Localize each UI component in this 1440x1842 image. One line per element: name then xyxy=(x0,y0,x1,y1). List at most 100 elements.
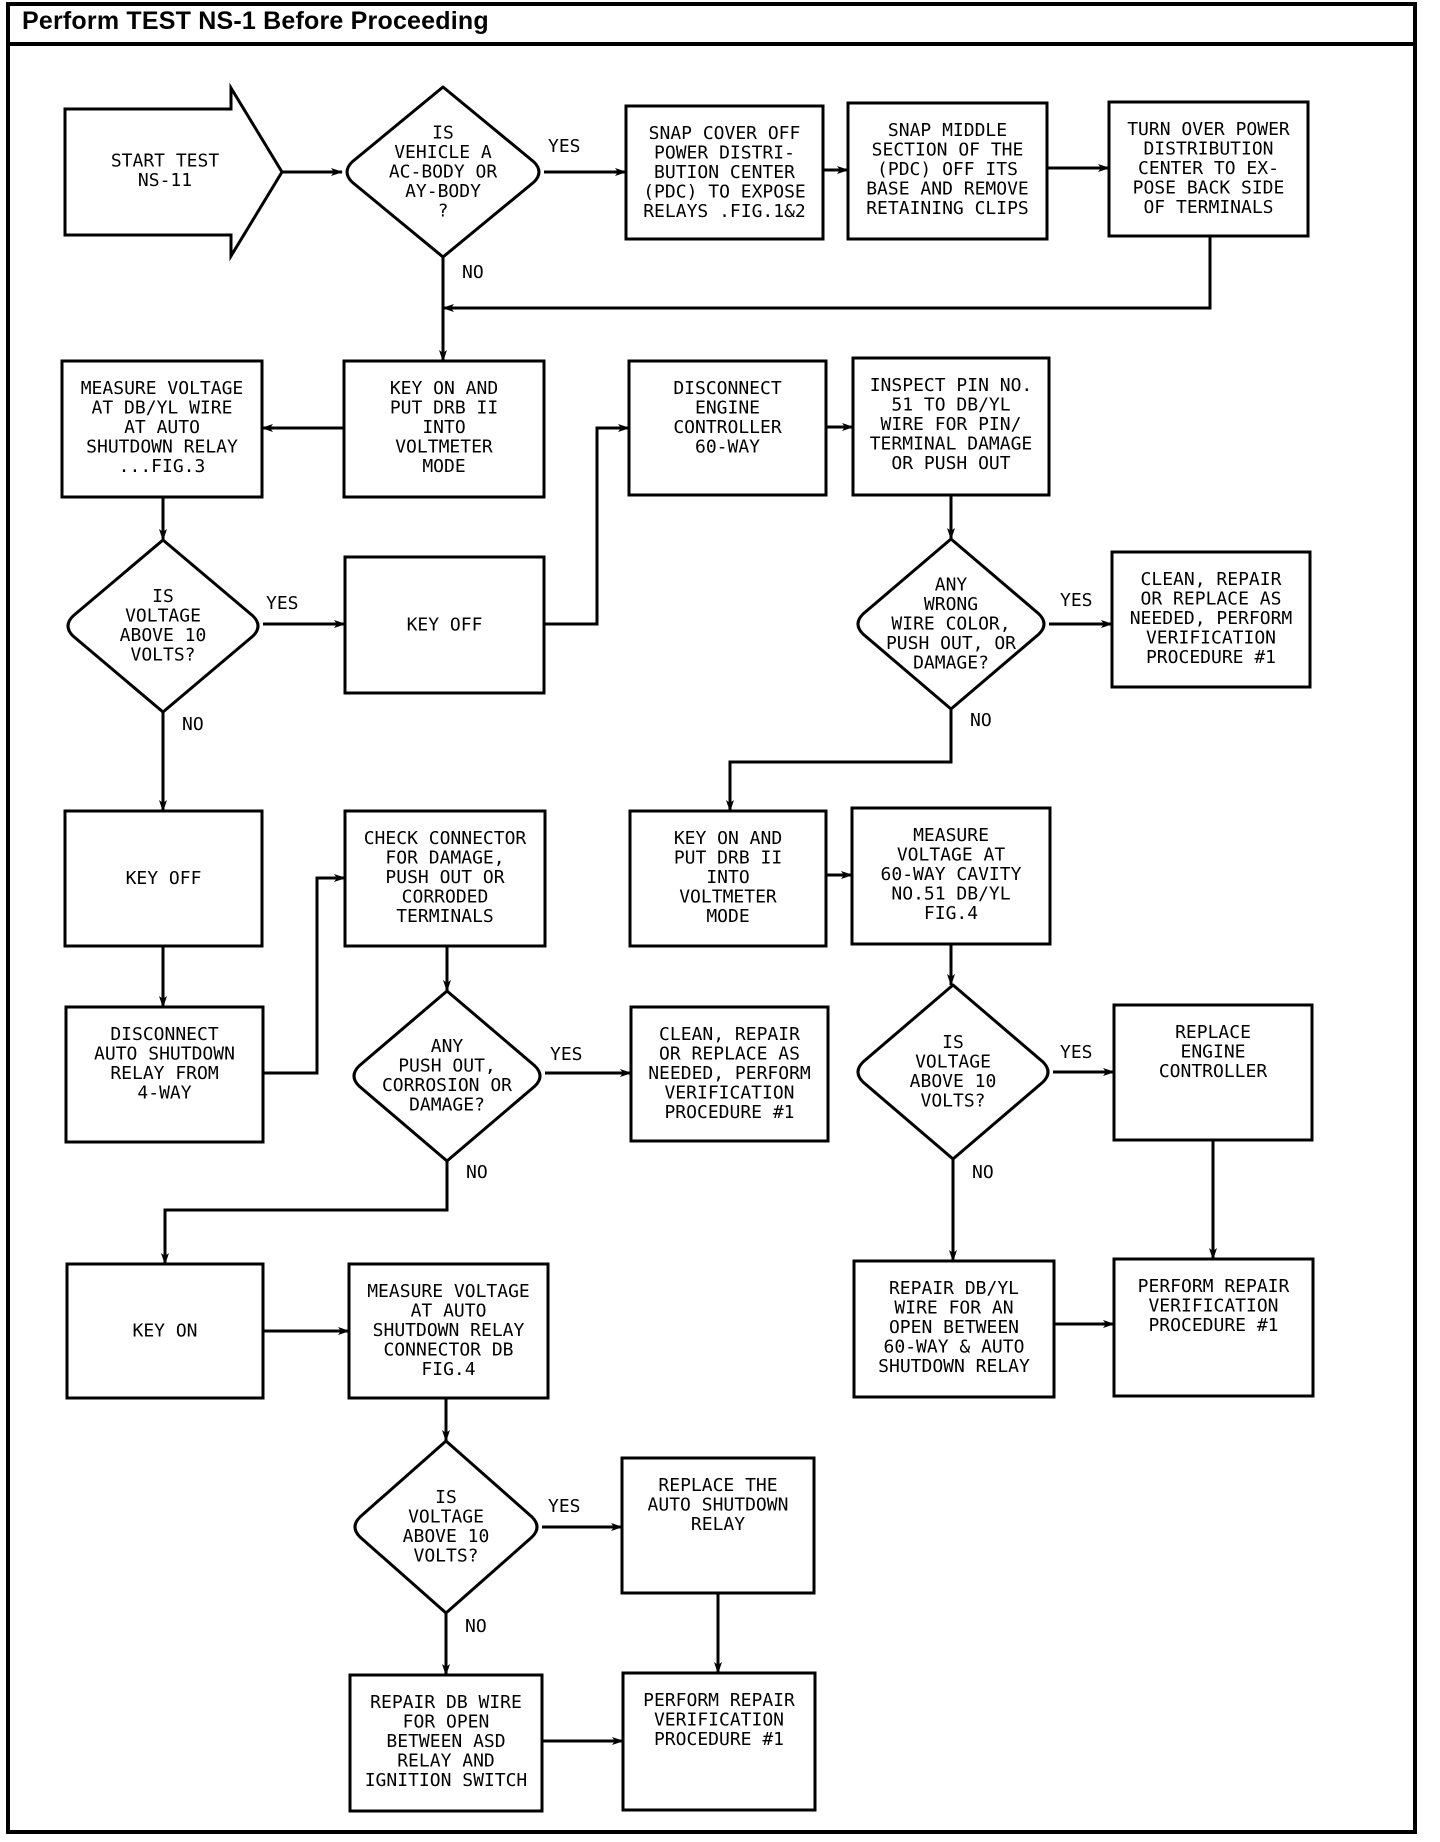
process-box xyxy=(342,359,546,499)
node-label-line: KEY OFF xyxy=(407,614,483,635)
node-label-line: ANY xyxy=(935,574,968,595)
node-label-line: SHUTDOWN RELAY xyxy=(86,437,238,458)
node-label-line: DISCONNECT xyxy=(110,1024,219,1045)
node-label-line: RETAINING CLIPS xyxy=(866,198,1029,219)
node-label-line: POWER DISTRI- xyxy=(654,143,795,164)
node-label-line: BETWEEN ASD xyxy=(386,1731,505,1752)
node-label-line: CLEAN, REPAIR xyxy=(1141,569,1282,590)
node-label-line: NEEDED, PERFORM xyxy=(1130,608,1293,629)
process-box xyxy=(852,1259,1056,1399)
node-label-line: MEASURE VOLTAGE xyxy=(81,378,244,399)
node-label-line: KEY ON xyxy=(132,1320,197,1341)
node-label-line: VOLTS? xyxy=(920,1091,985,1112)
node-label-line: BASE AND REMOVE xyxy=(866,179,1029,200)
node-label-line: NEEDED, PERFORM xyxy=(648,1063,811,1084)
node-label-line: ? xyxy=(438,200,449,221)
node-label-line: IGNITION SWITCH xyxy=(365,1770,528,1791)
node-label-line: OR REPLACE AS xyxy=(1141,589,1282,610)
branch-label-no: NO xyxy=(182,714,204,735)
node-label-line: CONTROLLER xyxy=(673,417,782,438)
node-label-line: PUT DRB II xyxy=(390,398,498,419)
node-label-line: FOR OPEN xyxy=(403,1712,490,1733)
node-label-line: (PDC) OFF ITS xyxy=(877,159,1018,180)
branch-label-no: NO xyxy=(465,1616,487,1637)
node-label-line: AT AUTO xyxy=(411,1301,487,1322)
node-label-line: WRONG xyxy=(924,594,978,615)
node-label-line: MEASURE VOLTAGE xyxy=(367,1281,530,1302)
node-label-line: NS-11 xyxy=(138,170,192,191)
process-box xyxy=(63,809,264,948)
connector-key-off-1-to-disconnect-engine xyxy=(544,424,630,626)
node-label-line: PROCEDURE #1 xyxy=(654,1729,784,1750)
branch-label-no: NO xyxy=(466,1162,488,1183)
process-box xyxy=(1112,1257,1315,1398)
node-label-line: VOLTAGE AT xyxy=(897,845,1006,866)
node-label-line: IS xyxy=(435,1487,457,1508)
node-label-line: KEY ON AND xyxy=(674,828,782,849)
connector-turn-over-to-key-on-drb-1 xyxy=(442,236,1212,312)
node-label-line: TERMINALS xyxy=(396,906,494,927)
node-label-line: DISTRIBUTION xyxy=(1143,139,1273,160)
process-box xyxy=(624,104,825,241)
process-box xyxy=(1107,100,1310,238)
decision-diamond xyxy=(345,85,541,259)
process-box xyxy=(850,806,1052,946)
branch-label-no: NO xyxy=(970,710,992,731)
node-label-line: NO.51 DB/YL xyxy=(891,884,1010,905)
node-label-line: OR REPLACE AS xyxy=(659,1044,800,1065)
node-label-line: SNAP MIDDLE xyxy=(888,120,1007,141)
node-label-line: TURN OVER POWER xyxy=(1127,119,1290,140)
decision-diamond xyxy=(856,537,1046,711)
node-label-line: AUTO SHUTDOWN xyxy=(648,1495,789,1516)
node-label-line: WIRE FOR AN xyxy=(894,1298,1013,1319)
node-label-line: DAMAGE? xyxy=(409,1095,485,1116)
node-label-line: MEASURE xyxy=(913,825,989,846)
node-label-line: BUTION CENTER xyxy=(654,162,795,183)
branch-label-no: NO xyxy=(462,262,484,283)
node-label-line: 51 TO DB/YL xyxy=(891,395,1010,416)
node-label-line: REPLACE THE xyxy=(658,1475,777,1496)
node-label-line: OF TERMINALS xyxy=(1143,197,1273,218)
process-box xyxy=(1110,550,1312,689)
process-box xyxy=(343,555,546,695)
decision-diamond xyxy=(66,538,260,714)
node-label-line: OPEN BETWEEN xyxy=(889,1317,1019,1338)
node-label-line: MODE xyxy=(706,906,749,927)
node-label-line: ...FIG.3 xyxy=(119,456,206,477)
node-label-line: 60-WAY xyxy=(695,437,760,458)
node-label-line: CENTER TO EX- xyxy=(1138,158,1279,179)
branch-label-yes: YES xyxy=(548,1496,581,1517)
node-label-line: PROCEDURE #1 xyxy=(664,1102,794,1123)
node-label-line: AUTO SHUTDOWN xyxy=(94,1044,235,1065)
process-box xyxy=(65,1262,265,1400)
node-label-line: IS xyxy=(152,586,174,607)
node-label-line: RELAY xyxy=(691,1514,745,1535)
connector-disconnect-asd-to-check-connector xyxy=(263,874,346,1075)
node-label-line: RELAY AND xyxy=(397,1751,495,1772)
process-box xyxy=(60,359,264,499)
node-label-line: IS xyxy=(942,1032,964,1053)
